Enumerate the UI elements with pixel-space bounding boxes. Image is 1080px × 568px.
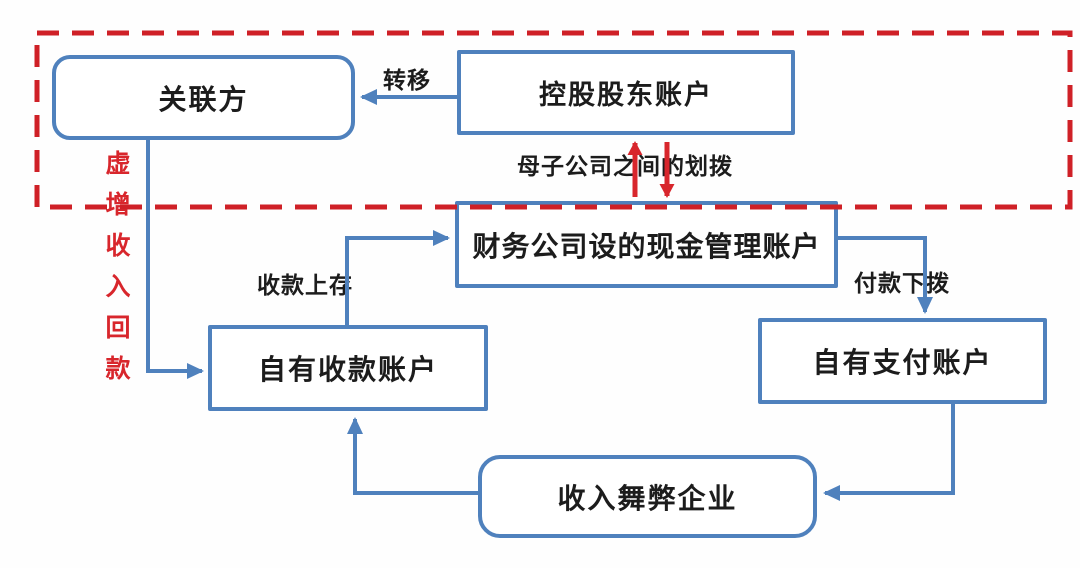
- node-revenue-fraud-enterprise: 收入舞弊企业: [478, 455, 817, 538]
- node-controlling-shareholder-account: 控股股东账户: [457, 50, 795, 135]
- arrow-collection-deposit: [345, 230, 450, 325]
- node-own-collection-account: 自有收款账户: [208, 325, 488, 411]
- node-revenue-fraud-enterprise-label: 收入舞弊企业: [557, 483, 738, 515]
- node-cash-management-account: 财务公司设的现金管理账户: [455, 201, 838, 288]
- arrow-fraud-enterprise-to-collection: [347, 417, 478, 495]
- node-related-party: 关联方: [52, 55, 355, 140]
- node-cash-management-account-label: 财务公司设的现金管理账户: [472, 231, 821, 263]
- node-own-payment-account-label: 自有支付账户: [812, 348, 993, 379]
- edge-label-transfer: 转移: [383, 68, 431, 93]
- arrow-inflated-revenue-repayment: [146, 140, 204, 379]
- node-own-collection-account-label: 自有收款账户: [257, 355, 438, 386]
- node-own-payment-account: 自有支付账户: [758, 318, 1047, 404]
- edge-label-payment-allocation: 付款下拨: [854, 271, 950, 296]
- edge-label-inflated-revenue-repayment: 虚增收入回款: [102, 150, 129, 396]
- node-controlling-shareholder-account-label: 控股股东账户: [539, 80, 713, 110]
- edge-label-parent-subsidiary-allocation: 母子公司之间的划拨: [517, 154, 733, 179]
- node-related-party-label: 关联方: [158, 84, 249, 116]
- arrow-payment-to-fraud-enterprise: [823, 404, 955, 501]
- edge-label-collection-deposit: 收款上存: [257, 273, 353, 298]
